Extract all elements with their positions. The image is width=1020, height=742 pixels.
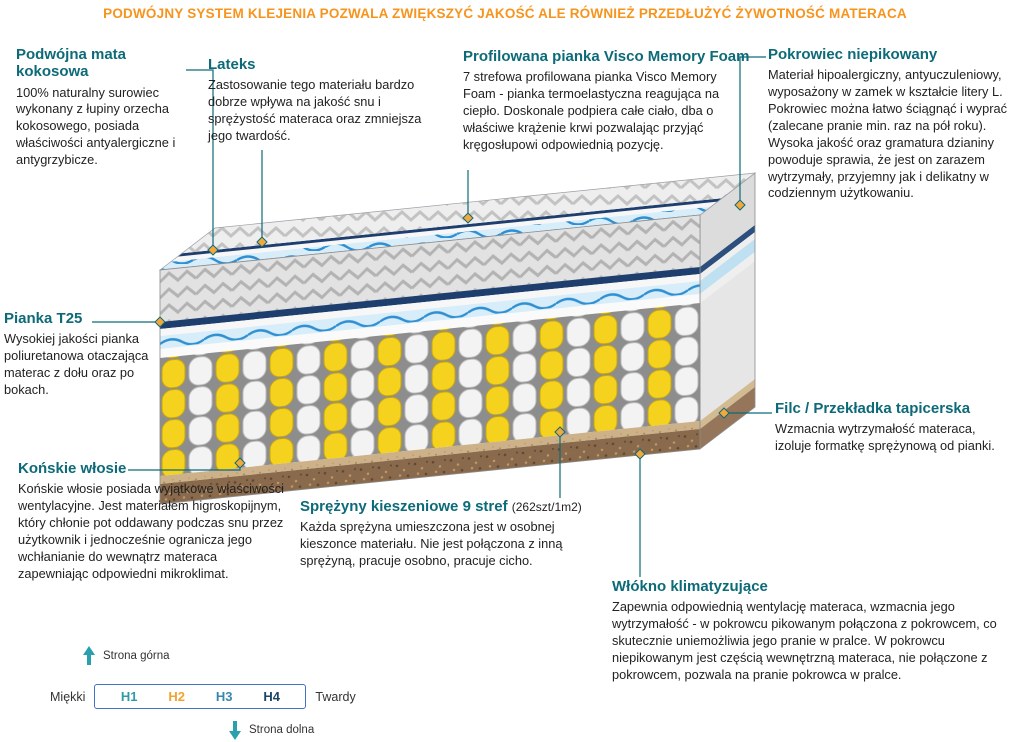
bottom-side-label: Strona dolna <box>249 724 315 736</box>
arrow-up-icon <box>82 646 96 666</box>
bottom-side-indicator: Strona dolna <box>228 720 314 740</box>
label-springs-title-suffix: (262szt/1m2) <box>511 500 582 514</box>
label-fiber-body: Zapewnia odpowiednią wentylację materaca… <box>612 599 997 682</box>
page-title: PODWÓJNY SYSTEM KLEJENIA POZWALA ZWIĘKSZ… <box>103 6 907 21</box>
label-horsehair-body: Końskie włosie posiada wyjątkowe właściw… <box>18 481 285 581</box>
label-felt-title: Filc / Przekładka tapicerska <box>775 400 971 417</box>
label-felt: Filc / Przekładka tapicerska Wzmacnia wy… <box>775 400 1013 455</box>
label-coconut-title: Podwójna mata kokosowa <box>16 46 127 81</box>
label-latex-title: Lateks <box>208 56 256 73</box>
label-cover-body: Materiał hipoalergiczny, antyuczuleniowy… <box>768 67 1007 201</box>
label-visco-title: Profilowana pianka Visco Memory Foam <box>463 48 750 65</box>
label-foam-t25-body: Wysokiej jakości pianka poliuretanowa ot… <box>4 331 149 397</box>
label-springs-title: Sprężyny kieszeniowe 9 stref (262szt/1m2… <box>300 498 594 515</box>
label-fiber-title: Włókno klimatyzujące <box>612 578 768 595</box>
hardness-row: Miękki H1 H2 H3 H4 Twardy <box>50 684 356 709</box>
label-latex-body: Zastosowanie tego materiału bardzo dobrz… <box>208 77 422 143</box>
label-felt-body: Wzmacnia wytrzymałość materaca, izoluje … <box>775 421 995 454</box>
hardness-levels-box: H1 H2 H3 H4 <box>94 684 307 709</box>
label-latex: Lateks Zastosowanie tego materiału bardz… <box>208 56 422 145</box>
label-foam-t25-title: Pianka T25 <box>4 310 83 327</box>
label-springs-title-main: Sprężyny kieszeniowe 9 stref <box>300 498 508 515</box>
arrow-down-icon <box>228 720 242 740</box>
label-visco: Profilowana pianka Visco Memory Foam 7 s… <box>463 48 750 154</box>
label-cover: Pokrowiec niepikowany Materiał hipoalerg… <box>768 46 1016 202</box>
label-horsehair-title: Końskie włosie <box>18 460 127 477</box>
hardness-level-h1: H1 <box>120 689 138 704</box>
label-cover-title: Pokrowiec niepikowany <box>768 46 938 63</box>
label-springs-body: Każda sprężyna umieszczona jest w osobne… <box>300 519 563 569</box>
label-coconut: Podwójna mata kokosowa 100% naturalny su… <box>16 46 186 169</box>
label-springs: Sprężyny kieszeniowe 9 stref (262szt/1m2… <box>300 498 594 570</box>
top-side-label: Strona górna <box>103 650 170 662</box>
hardness-level-h2: H2 <box>168 689 185 704</box>
hardness-level-h4: H4 <box>263 689 280 704</box>
label-visco-body: 7 strefowa profilowana pianka Visco Memo… <box>463 69 720 152</box>
label-coconut-body: 100% naturalny surowiec wykonany z łupin… <box>16 84 176 168</box>
hardness-level-h3: H3 <box>215 689 233 704</box>
soft-label: Miękki <box>50 689 86 704</box>
mattress-right-side <box>699 172 756 450</box>
label-horsehair: Końskie włosie Końskie włosie posiada wy… <box>18 460 290 583</box>
top-side-indicator: Strona górna <box>82 646 170 666</box>
label-fiber: Włókno klimatyzujące Zapewnia odpowiedni… <box>612 578 1014 684</box>
hard-label: Twardy <box>315 689 356 704</box>
hardness-scale: Strona górna Miękki H1 H2 H3 H4 Twardy S… <box>50 644 380 742</box>
label-foam-t25: Pianka T25 Wysokiej jakości pianka poliu… <box>4 310 164 399</box>
